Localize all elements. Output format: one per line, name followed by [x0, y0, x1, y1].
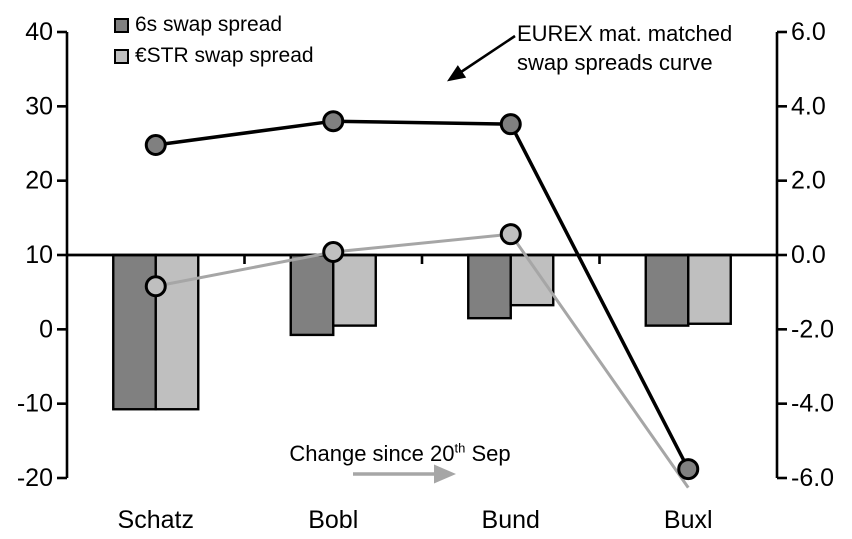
legend-label-estr: €STR swap spread	[135, 44, 314, 68]
right-axis-tick-label: 6.0	[791, 18, 826, 46]
left-axis-tick-label: -20	[17, 464, 53, 492]
legend-item-6s-swap-spread: 6s swap spread	[114, 13, 314, 37]
change-since-suffix: Sep	[465, 441, 511, 466]
bar-6s-bund	[467, 253, 512, 320]
right-axis-tick-label: 4.0	[791, 92, 826, 120]
change-since-prefix: Change since 20	[289, 441, 455, 466]
legend-swatch-6s-icon	[114, 17, 129, 33]
right-axis-tick-label: 2.0	[791, 167, 826, 195]
bar-6s-bobl	[289, 253, 335, 337]
bar-6s-buxl	[644, 253, 690, 327]
marker-6s-buxl-icon	[677, 458, 700, 481]
line-6s-curve	[155, 119, 690, 470]
marker-estr-schatz-icon	[144, 275, 167, 298]
annotation-arrow-line	[451, 34, 516, 80]
left-axis-tick-label: 40	[25, 18, 53, 46]
marker-6s-bund-icon	[499, 113, 522, 136]
curve-annotation-line1: EUREX mat. matched	[517, 21, 733, 46]
annotation-arrowhead-icon	[447, 65, 467, 82]
legend-swatch-estr-icon	[114, 48, 129, 64]
bar-estr-buxl	[687, 253, 732, 325]
marker-6s-schatz-icon	[144, 133, 167, 156]
left-axis-tick-label: 10	[25, 241, 53, 269]
category-label-schatz: Schatz	[118, 506, 194, 534]
category-label-bund: Bund	[482, 506, 540, 534]
left-axis-tick-label: 0	[39, 315, 53, 343]
right-axis-tick-label: 0.0	[791, 241, 826, 269]
marker-estr-bobl-icon	[322, 241, 345, 264]
marker-6s-bobl-icon	[322, 110, 345, 133]
change-since-superscript: th	[454, 440, 466, 456]
curve-annotation-line2: swap spreads curve	[517, 50, 713, 76]
legend-label-6s: 6s swap spread	[135, 13, 283, 36]
change-since-arrowhead-icon	[434, 464, 456, 484]
marker-estr-bund-icon	[499, 223, 522, 246]
left-axis-tick-label: 20	[25, 167, 53, 195]
right-axis-tick-label: -4.0	[791, 390, 834, 418]
change-since-label: Change since 20th Sep	[278, 441, 522, 467]
line-estr-curve	[155, 232, 690, 489]
legend-item-estr-swap-spread: €STR swap spread	[114, 44, 314, 68]
left-axis-tick-label: 30	[25, 92, 53, 120]
category-label-bobl: Bobl	[308, 506, 358, 534]
left-axis-tick-label: -10	[17, 390, 53, 418]
category-label-buxl: Buxl	[664, 506, 713, 534]
chart-legend: 6s swap spread €STR swap spread	[114, 13, 314, 68]
bar-estr-bobl	[332, 253, 377, 327]
right-axis-tick-label: -6.0	[791, 464, 834, 492]
right-axis-tick-label: -2.0	[791, 315, 834, 343]
curve-annotation: EUREX mat. matched swap spreads curve	[517, 19, 732, 78]
